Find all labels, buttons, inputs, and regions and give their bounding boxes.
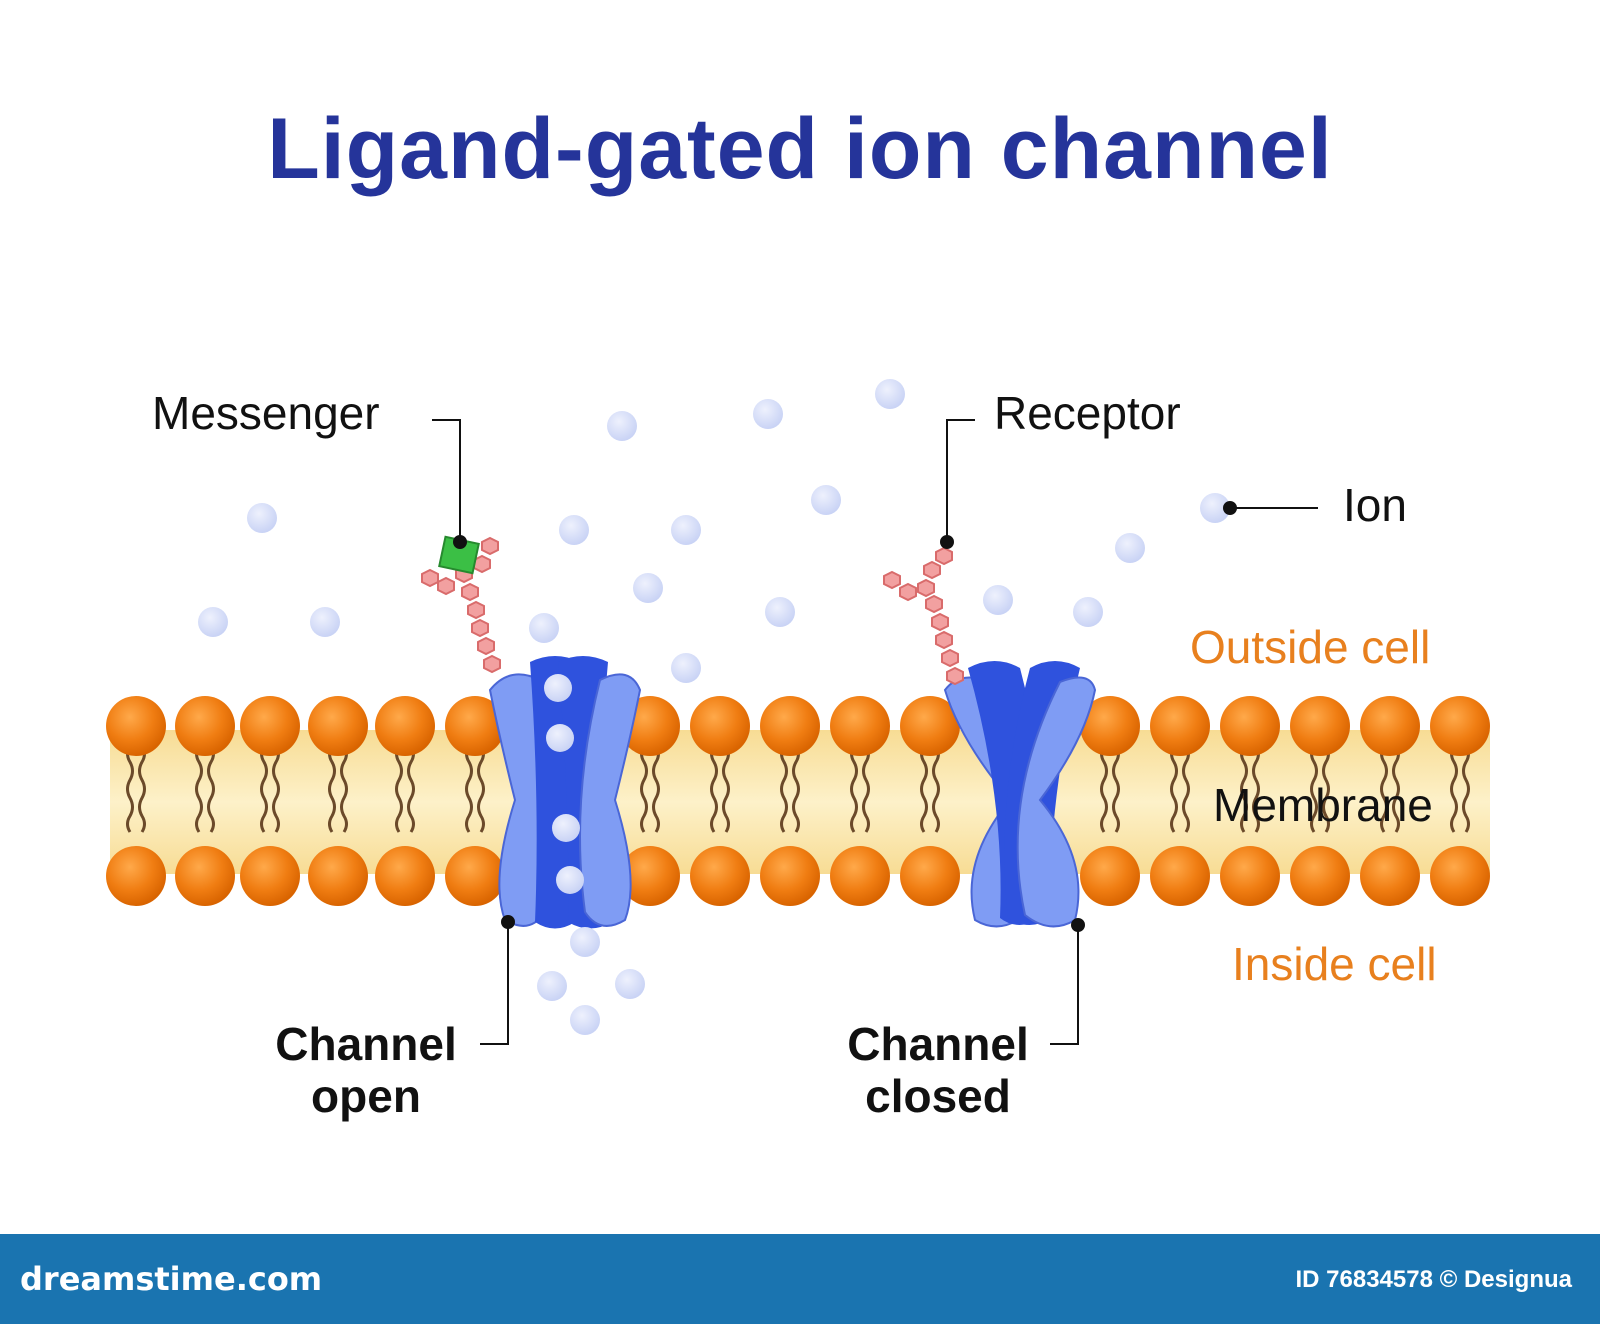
inside-cell-label: Inside cell <box>1232 938 1437 990</box>
lipid-head <box>620 846 680 906</box>
outside-cell-label: Outside cell <box>1190 621 1431 673</box>
lipid-head <box>900 846 960 906</box>
lipid-head <box>445 846 505 906</box>
lipid-head <box>900 696 960 756</box>
lipid-head <box>830 846 890 906</box>
lipid-head <box>375 846 435 906</box>
lipid-head <box>690 696 750 756</box>
ion <box>537 971 567 1001</box>
messenger-leader <box>432 419 461 540</box>
lipid-head <box>308 846 368 906</box>
lipid-head <box>1220 696 1280 756</box>
ion <box>559 515 589 545</box>
channel-closed-label-line2: closed <box>865 1070 1011 1122</box>
ion-leader-dot <box>1223 501 1237 515</box>
open-channel <box>488 656 642 929</box>
ion <box>529 613 559 643</box>
channel-open-label-line1: Channel <box>275 1018 457 1070</box>
lipid-head <box>760 846 820 906</box>
lipid-head <box>1150 846 1210 906</box>
messenger-leader-dot <box>453 535 467 549</box>
ion <box>1073 597 1103 627</box>
lipid-head <box>106 696 166 756</box>
lipid-head <box>175 696 235 756</box>
lipid-head <box>1080 696 1140 756</box>
ions <box>198 379 1230 1035</box>
ion <box>310 607 340 637</box>
lipid-head <box>240 846 300 906</box>
lipid-head <box>1430 846 1490 906</box>
diagram-title: Ligand-gated ion channel <box>267 101 1333 197</box>
leader-lines <box>432 419 1318 1045</box>
membrane-label: Membrane <box>1213 779 1433 831</box>
ion-in-channel <box>544 674 572 702</box>
lipid-head <box>690 846 750 906</box>
receptor-label: Receptor <box>994 387 1181 439</box>
channel-open-label: Channel open <box>258 1018 474 1122</box>
lipid-head <box>308 696 368 756</box>
lipid-head <box>1080 846 1140 906</box>
ion <box>1115 533 1145 563</box>
ion <box>765 597 795 627</box>
ion <box>607 411 637 441</box>
lipid-head <box>1220 846 1280 906</box>
lipid-head <box>175 846 235 906</box>
channel-closed-leader <box>1050 925 1079 1045</box>
ion-in-channel <box>546 724 574 752</box>
lipid-head <box>1290 696 1350 756</box>
channel-closed-leader-dot <box>1071 918 1085 932</box>
footer-logo[interactable]: dreamstime.com <box>20 1260 323 1298</box>
channel-closed-label-line1: Channel <box>847 1018 1029 1070</box>
free-receptor <box>883 546 964 686</box>
lipid-head <box>1430 696 1490 756</box>
receptor-leader <box>946 419 975 540</box>
footer-bar: dreamstime.com ID 76834578 © Designua <box>0 1234 1600 1324</box>
ion <box>570 927 600 957</box>
ion <box>247 503 277 533</box>
lipid-head <box>375 696 435 756</box>
lipid-head <box>106 846 166 906</box>
ion <box>811 485 841 515</box>
lipid-head <box>1360 696 1420 756</box>
closed-channel <box>943 661 1097 928</box>
ion <box>570 1005 600 1035</box>
ion <box>983 585 1013 615</box>
ion <box>671 653 701 683</box>
ion <box>875 379 905 409</box>
messenger-label: Messenger <box>152 387 380 439</box>
channel-closed-label: Channel closed <box>830 1018 1046 1122</box>
ion <box>671 515 701 545</box>
lipid-head <box>1290 846 1350 906</box>
bound-receptor <box>421 536 501 674</box>
diagram-canvas <box>106 379 1490 1045</box>
ion <box>633 573 663 603</box>
ion <box>198 607 228 637</box>
lipid-head <box>445 696 505 756</box>
ion <box>753 399 783 429</box>
ion-label: Ion <box>1343 479 1407 531</box>
lipid-head <box>830 696 890 756</box>
ion-in-channel <box>552 814 580 842</box>
channel-open-leader <box>480 922 509 1045</box>
lipid-head <box>240 696 300 756</box>
receptor-leader-dot <box>940 535 954 549</box>
channel-open-leader-dot <box>501 915 515 929</box>
lipid-heads-inner <box>106 846 1490 906</box>
footer-image-id: ID 76834578 © Designua <box>1295 1266 1573 1293</box>
lipid-head <box>1150 696 1210 756</box>
channel-open-label-line2: open <box>311 1070 421 1122</box>
lipid-head <box>1360 846 1420 906</box>
lipid-head <box>760 696 820 756</box>
ion <box>1200 493 1230 523</box>
ion <box>615 969 645 999</box>
ion-in-channel <box>556 866 584 894</box>
